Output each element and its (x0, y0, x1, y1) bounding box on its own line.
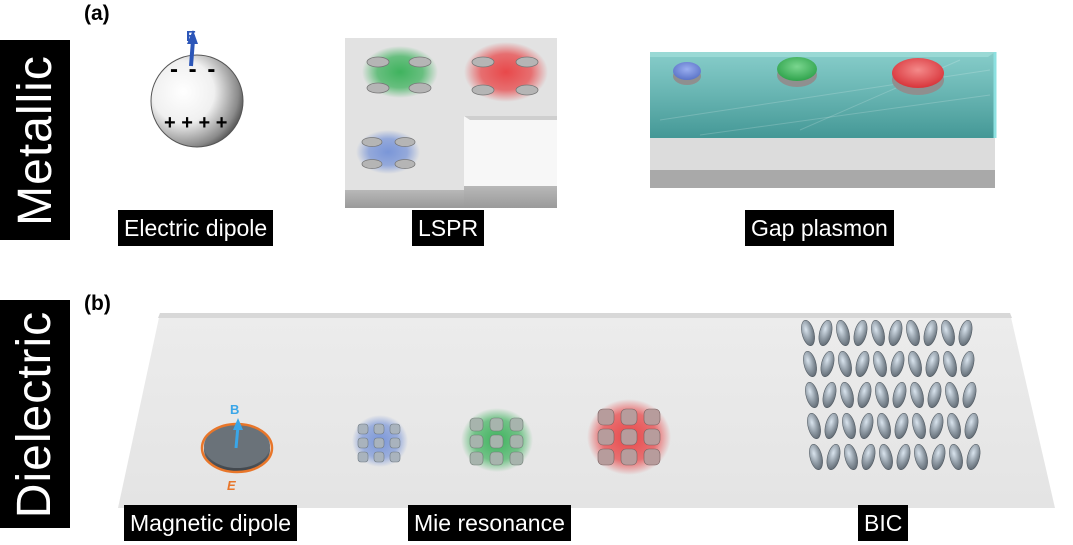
bic-pillar (966, 444, 981, 470)
bic-pillar (941, 320, 955, 346)
bic-pillar (807, 413, 821, 439)
bic-pillar (958, 320, 973, 346)
bic-pillar (826, 444, 841, 470)
bic-pillar (894, 413, 909, 439)
electric-field-label: E (186, 28, 197, 45)
row-label-dielectric: Dielectric (0, 300, 70, 528)
bic-pillar (809, 444, 823, 470)
bic-pillar (853, 320, 868, 346)
label-electric-dipole: Electric dipole (118, 210, 274, 246)
label-lspr: LSPR (412, 210, 485, 246)
bic-pillar (896, 444, 911, 470)
bic-array (801, 320, 981, 470)
panel-label-b: (b) (84, 292, 111, 315)
bic-pillar (820, 351, 835, 377)
label-magnetic-dipole: Magnetic dipole (124, 505, 298, 541)
bic-pillar (947, 413, 961, 439)
mie-array-red (587, 399, 671, 475)
positive-charges: + + + + (164, 112, 228, 134)
bic-pillar (877, 413, 891, 439)
mie-array-green (461, 408, 533, 472)
bic-pillar (910, 382, 924, 408)
bic-pillar (875, 382, 889, 408)
bic-pillar (890, 351, 905, 377)
bic-pillar (842, 413, 856, 439)
negative-charges: - - - (170, 56, 218, 83)
bic-pillar (879, 444, 893, 470)
bic-pillar (931, 444, 946, 470)
bic-pillar (888, 320, 903, 346)
bic-pillar (923, 320, 938, 346)
panel-label-a: (a) (84, 2, 110, 25)
bic-pillar (824, 413, 839, 439)
electric-field-label-bottom: E (227, 478, 236, 493)
bic-pillar (906, 320, 920, 346)
bic-pillar (929, 413, 944, 439)
bic-pillar (805, 382, 819, 408)
bic-pillar (818, 320, 833, 346)
bic-pillar (914, 444, 928, 470)
bic-pillar (822, 382, 837, 408)
bic-pillar (892, 382, 907, 408)
label-gap-plasmon: Gap plasmon (745, 210, 894, 246)
mie-array-blue (352, 415, 408, 467)
bic-pillar (838, 351, 852, 377)
bic-pillar (859, 413, 874, 439)
bic-pillar (844, 444, 858, 470)
bic-pillar (857, 382, 872, 408)
label-mie-resonance: Mie resonance (408, 505, 571, 541)
bic-pillar (801, 320, 815, 346)
magnetic-field-label: B (230, 402, 240, 417)
bic-pillar (927, 382, 942, 408)
bic-pillar (836, 320, 850, 346)
bic-pillar (861, 444, 876, 470)
bic-pillar (803, 351, 817, 377)
bic-pillar (943, 351, 957, 377)
bic-pillar (840, 382, 854, 408)
bic-pillar (908, 351, 922, 377)
bic-pillar (873, 351, 887, 377)
row-label-metallic: Metallic (0, 40, 70, 240)
bic-pillar (912, 413, 926, 439)
bic-pillar (871, 320, 885, 346)
bic-pillar (925, 351, 940, 377)
bic-pillar (945, 382, 959, 408)
bic-pillar (949, 444, 963, 470)
bic-pillar (962, 382, 977, 408)
bic-pillar (960, 351, 975, 377)
bic-pillar (964, 413, 979, 439)
label-bic: BIC (858, 505, 909, 541)
bic-pillar (855, 351, 870, 377)
